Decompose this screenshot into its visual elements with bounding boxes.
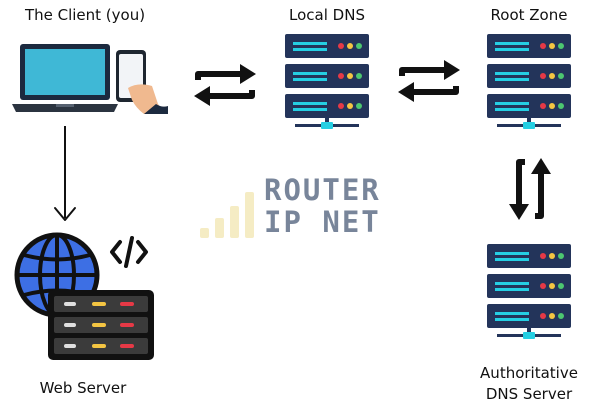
code-icon xyxy=(110,236,148,268)
root-zone-label: Root Zone xyxy=(490,6,568,24)
local-dns-label: Local DNS xyxy=(289,6,365,24)
server-rack-icon xyxy=(487,34,571,129)
client-label: The Client (you) xyxy=(24,6,146,24)
server-stack-icon xyxy=(48,290,154,360)
swap-arrows-icon xyxy=(194,64,256,106)
server-rack-icon xyxy=(285,34,369,129)
auth-dns-label-line1: Authoritative xyxy=(480,364,578,382)
auth-dns-label-line2: DNS Server xyxy=(485,385,573,403)
signal-bars-icon xyxy=(200,192,254,238)
swap-arrows-icon xyxy=(398,60,460,102)
server-rack-icon xyxy=(487,244,571,339)
web-server-label: Web Server xyxy=(39,379,127,397)
down-arrow-icon xyxy=(54,126,76,221)
watermark-line2: IP NET xyxy=(264,205,381,239)
globe-server-code-icon xyxy=(14,232,154,360)
watermark-line1: ROUTER xyxy=(264,173,381,207)
laptop-and-phone-icon xyxy=(12,44,168,114)
swap-arrows-icon xyxy=(509,158,551,220)
